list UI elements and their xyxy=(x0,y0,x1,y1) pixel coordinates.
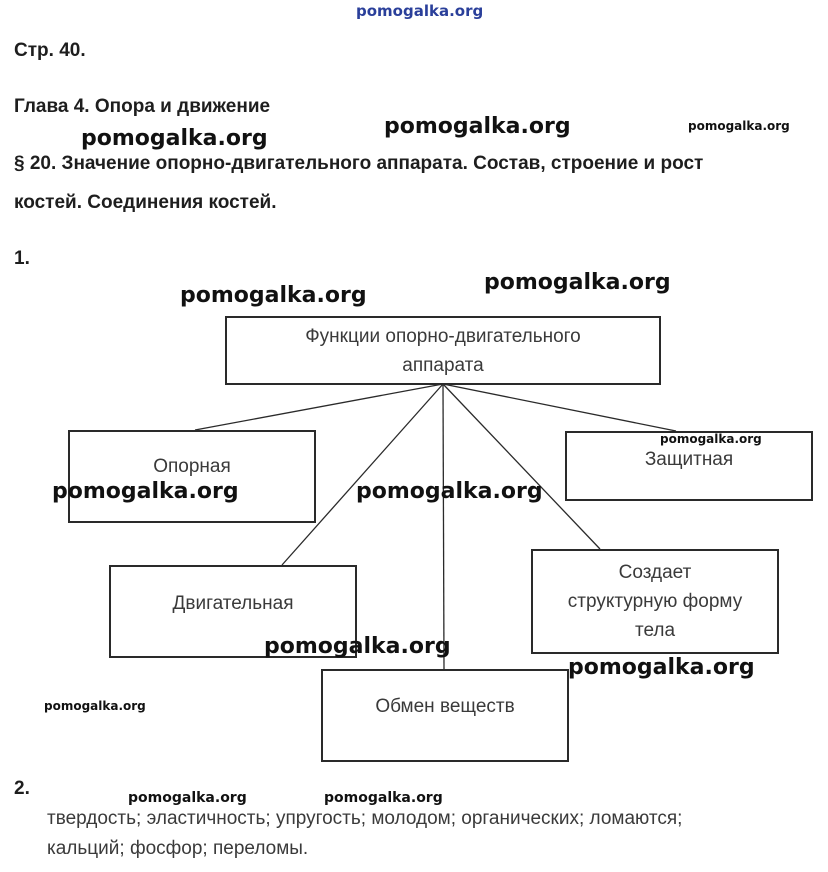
diagram-root-line2: аппарата xyxy=(402,354,484,376)
task2-answer-line2: кальций; фосфор; переломы. xyxy=(47,838,309,859)
watermark: pomogalka.org xyxy=(484,270,671,295)
watermark: pomogalka.org xyxy=(688,119,790,133)
watermark: pomogalka.org xyxy=(44,699,146,713)
watermark: pomogalka.org xyxy=(384,114,571,139)
diagram-node-support: Опорная xyxy=(68,430,316,523)
connector-motor xyxy=(281,383,444,566)
connector-shape xyxy=(442,383,601,550)
task1-number: 1. xyxy=(14,248,30,269)
diagram-node-shape-line3: тела xyxy=(634,620,676,641)
page-number: Стр. 40. xyxy=(14,40,86,61)
watermark: pomogalka.org xyxy=(264,634,451,659)
watermark: pomogalka.org xyxy=(356,479,543,504)
diagram-node-shape: Создает структурную форму тела xyxy=(531,549,779,654)
section-title-line1: § 20. Значение опорно-двигательного аппа… xyxy=(14,153,704,174)
watermark: pomogalka.org xyxy=(180,283,367,308)
diagram-node-protective: Защитная xyxy=(565,431,813,501)
diagram-node-motor-label: Двигательная xyxy=(172,593,294,614)
watermark: pomogalka.org xyxy=(128,790,247,806)
diagram-node-protective-label: Защитная xyxy=(644,448,734,470)
watermark: pomogalka.org xyxy=(324,790,443,806)
diagram-root-box: Функции опорно-двигательного аппарата xyxy=(225,316,661,385)
diagram-node-metabolism-label: Обмен веществ xyxy=(375,696,515,717)
connector-protective xyxy=(442,383,677,432)
watermark: pomogalka.org xyxy=(81,126,268,151)
watermark-top: pomogalka.org xyxy=(356,2,484,20)
diagram-root-line1: Функции опорно-двигательного xyxy=(305,325,581,347)
section-title-line2: костей. Соединения костей. xyxy=(14,192,277,213)
task2-number: 2. xyxy=(14,778,30,799)
connector-metabolism xyxy=(442,383,445,670)
chapter-title: Глава 4. Опора и движение xyxy=(14,96,271,117)
diagram-node-metabolism: Обмен веществ xyxy=(321,669,569,762)
diagram-node-support-label: Опорная xyxy=(153,456,231,477)
diagram-node-shape-line2: структурную форму xyxy=(567,591,743,612)
diagram-node-motor: Двигательная xyxy=(109,565,357,658)
watermark: pomogalka.org xyxy=(660,432,762,446)
watermark: pomogalka.org xyxy=(568,655,755,680)
watermark: pomogalka.org xyxy=(52,479,239,504)
diagram-node-shape-line1: Создает xyxy=(618,562,692,583)
task2-answer-line1: твердость; эластичность; упругость; моло… xyxy=(47,808,683,829)
connector-support xyxy=(194,383,444,431)
